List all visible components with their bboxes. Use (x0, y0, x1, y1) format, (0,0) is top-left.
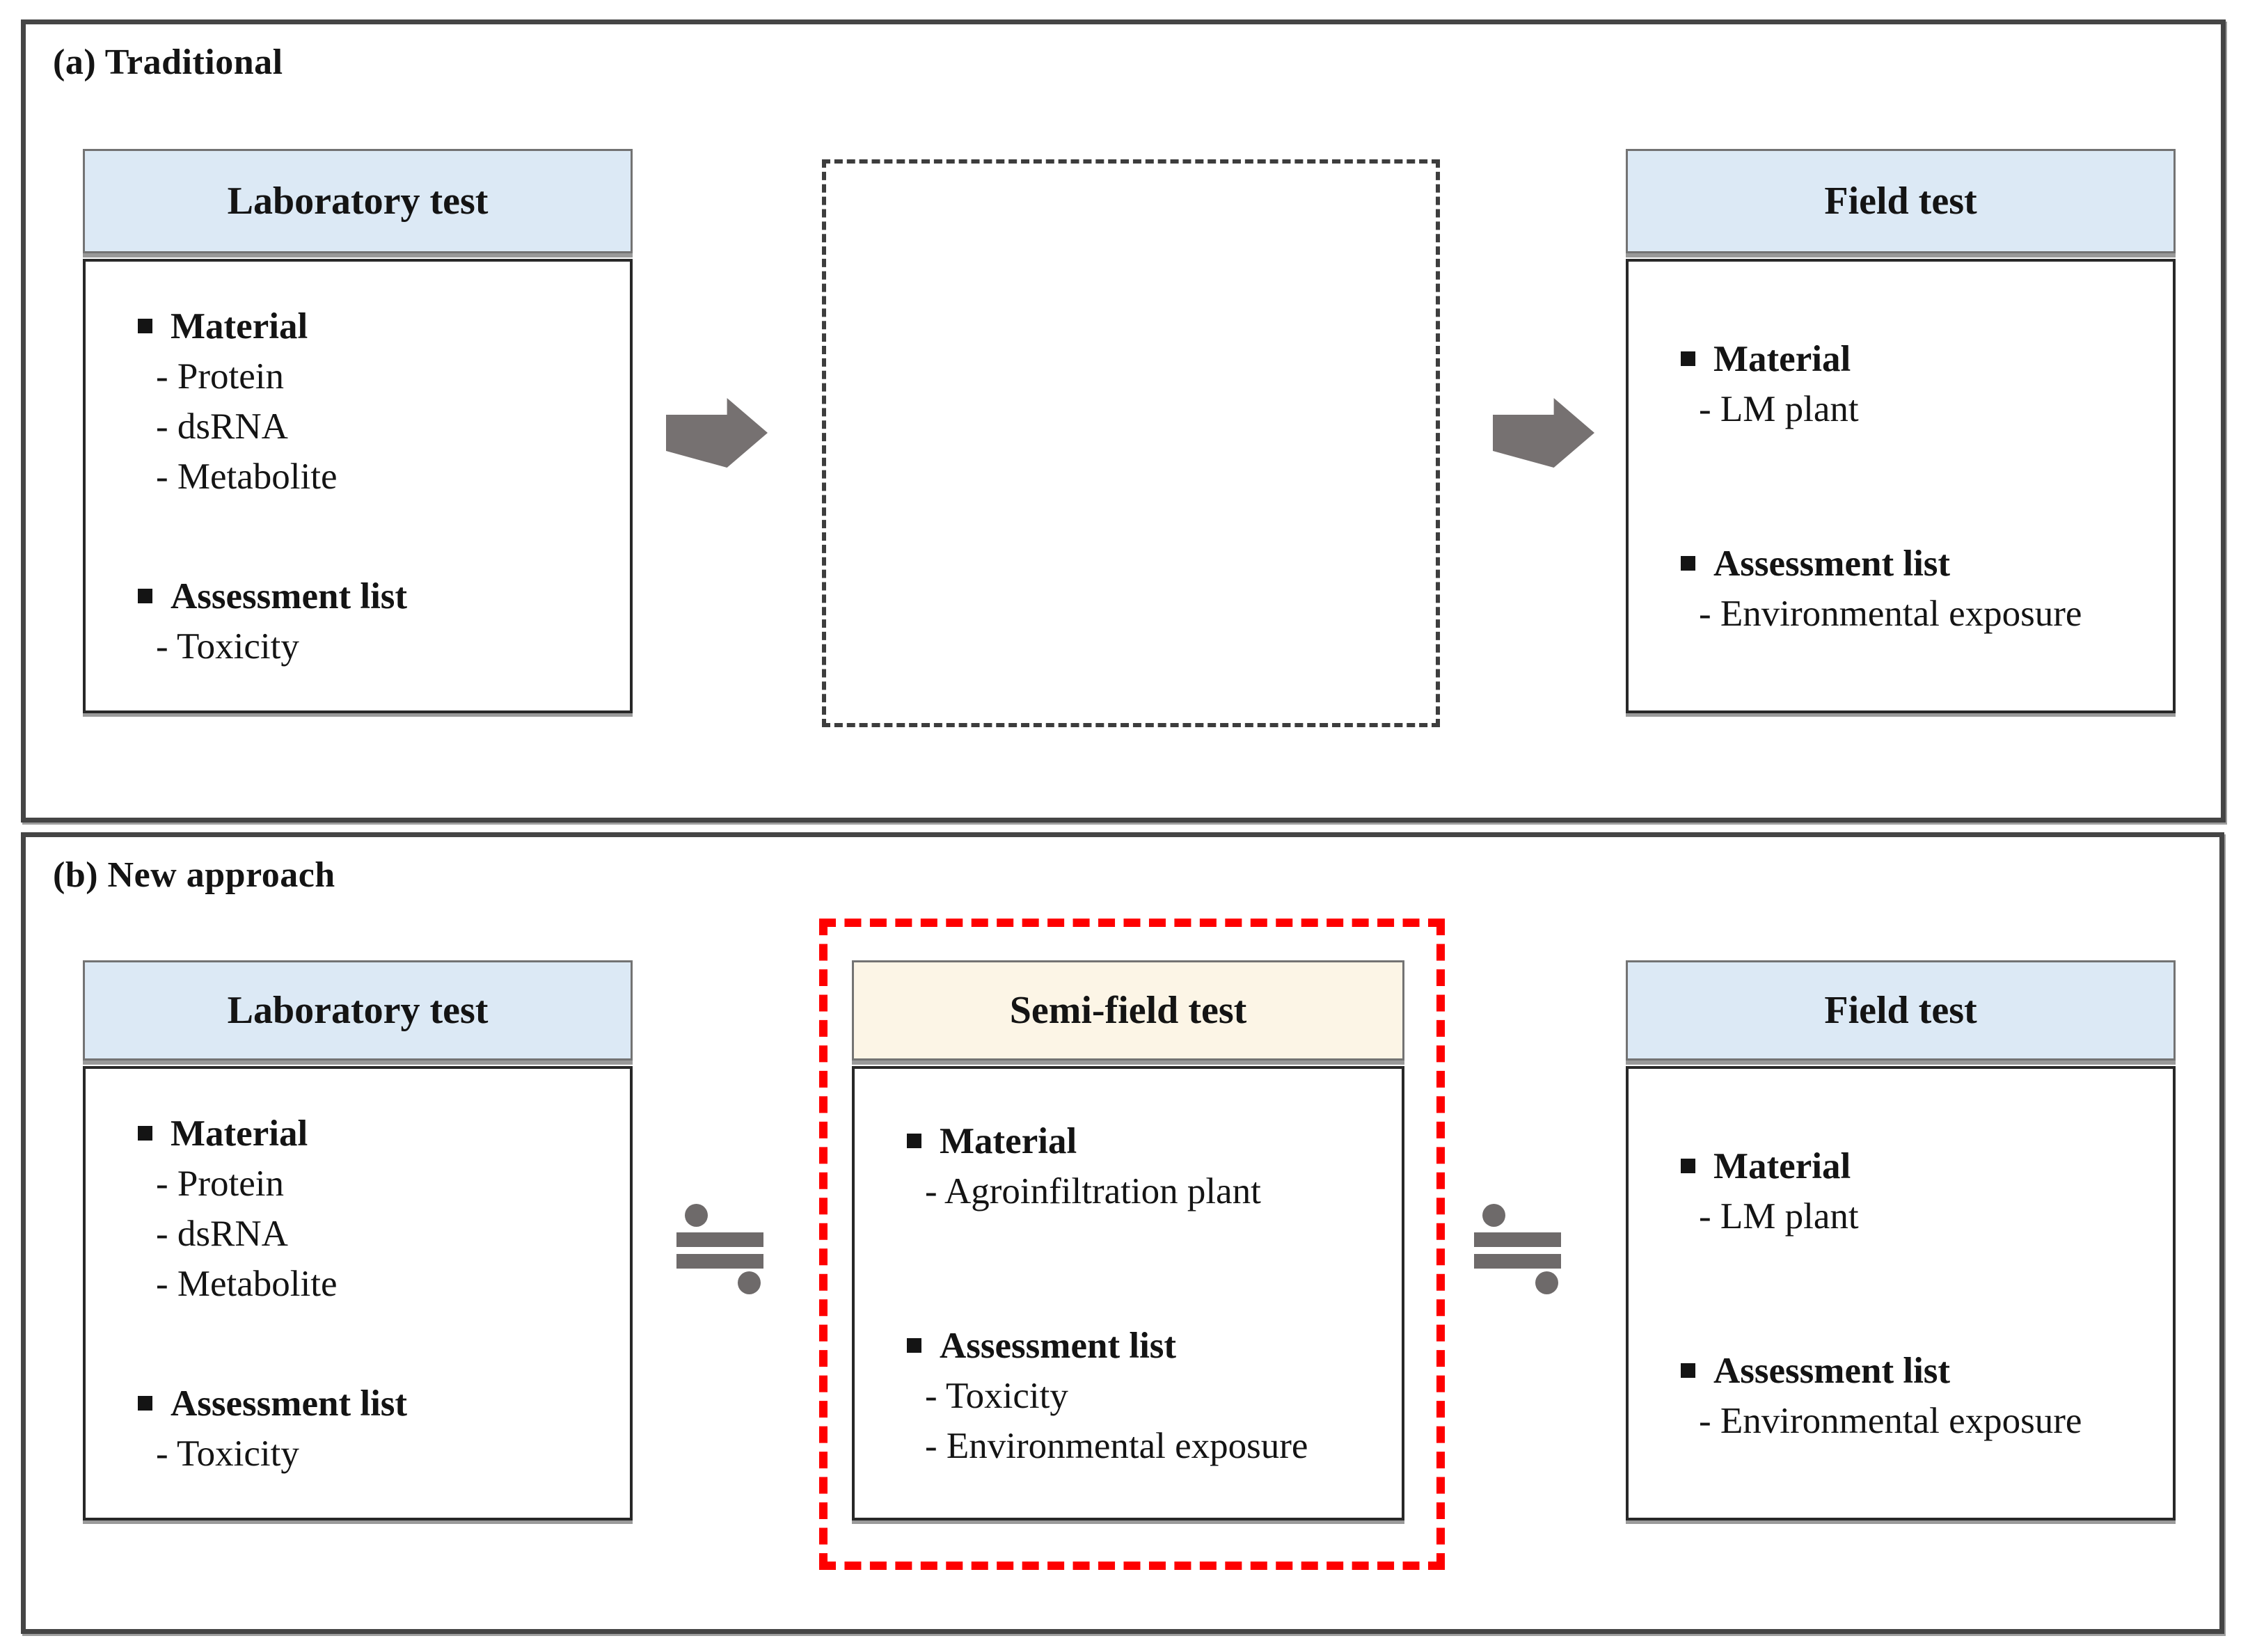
material-item: - dsRNA (156, 406, 288, 447)
laboratory-test-header-a: Laboratory test (83, 149, 633, 253)
empty-placeholder-box (822, 159, 1440, 727)
material-label: Material (1713, 338, 1851, 379)
approx-bar (676, 1232, 763, 1247)
assessment-label: Assessment list (1713, 1350, 1951, 1391)
field-test-title-b: Field test (1824, 989, 1977, 1032)
field-test-body-b: Material - LM plant Assessment list - En… (1626, 1066, 2176, 1520)
material-label-row: Material (138, 1109, 613, 1159)
field-test-body-a: Material - LM plant Assessment list - En… (1626, 259, 2176, 713)
assessment-label-row: Assessment list (138, 571, 613, 621)
field-test-header-a: Field test (1626, 149, 2176, 253)
approx-bar (1474, 1254, 1561, 1269)
material-group: Material - Protein - dsRNA - Metabolite (138, 301, 613, 502)
panel-new-approach-title: (b) New approach (53, 855, 335, 895)
material-item: - Protein (156, 356, 284, 397)
field-test-header-b: Field test (1626, 960, 2176, 1061)
assessment-label: Assessment list (171, 1383, 408, 1424)
approx-dot (1482, 1204, 1505, 1227)
material-group: Material - LM plant (1681, 334, 2156, 434)
assessment-item: - Environmental exposure (1699, 1400, 2082, 1441)
material-item: - Metabolite (156, 1263, 338, 1304)
assessment-item: - Toxicity (156, 626, 299, 667)
assessment-item: - Environmental exposure (925, 1425, 1308, 1466)
assessment-label-row: Assessment list (138, 1379, 613, 1429)
material-group: Material - Protein - dsRNA - Metabolite (138, 1109, 613, 1309)
bullet-square-icon (1681, 351, 1695, 366)
bullet-square-icon (1681, 1363, 1695, 1378)
material-label-row: Material (1681, 334, 2156, 384)
material-label-row: Material (1681, 1141, 2156, 1191)
bullet-square-icon (138, 1126, 152, 1141)
material-item: - Metabolite (156, 456, 338, 497)
laboratory-test-title-b: Laboratory test (227, 989, 489, 1032)
semi-field-test-header: Semi-field test (852, 960, 1404, 1061)
assessment-item: - Environmental exposure (1699, 593, 2082, 634)
approx-dot (738, 1271, 761, 1294)
assessment-group: Assessment list - Environmental exposure (1681, 539, 2156, 639)
bullet-square-icon (138, 319, 152, 333)
approx-equal-icon (1474, 1204, 1561, 1294)
field-test-title-a: Field test (1824, 180, 1977, 223)
material-label: Material (940, 1120, 1077, 1161)
assessment-item: - Toxicity (925, 1375, 1068, 1416)
material-label: Material (171, 1113, 308, 1154)
approx-dot (685, 1204, 708, 1227)
semi-field-test-body: Material - Agroinfiltration plant Assess… (852, 1066, 1404, 1520)
laboratory-test-body-a: Material - Protein - dsRNA - Metabolite … (83, 259, 633, 713)
assessment-label: Assessment list (940, 1325, 1177, 1366)
laboratory-test-title-a: Laboratory test (227, 180, 489, 223)
panel-traditional-title: (a) Traditional (53, 42, 283, 82)
material-group: Material - Agroinfiltration plant (907, 1116, 1385, 1216)
approx-dot (1535, 1271, 1558, 1294)
bullet-square-icon (907, 1338, 921, 1353)
material-label-row: Material (907, 1116, 1385, 1166)
assessment-label: Assessment list (171, 575, 408, 617)
laboratory-test-body-b: Material - Protein - dsRNA - Metabolite … (83, 1066, 633, 1520)
assessment-label-row: Assessment list (1681, 1346, 2156, 1396)
bullet-square-icon (1681, 556, 1695, 571)
material-label-row: Material (138, 301, 613, 351)
assessment-label-row: Assessment list (907, 1321, 1385, 1371)
material-group: Material - LM plant (1681, 1141, 2156, 1241)
assessment-group: Assessment list - Toxicity - Environment… (907, 1321, 1385, 1471)
assessment-item: - Toxicity (156, 1433, 299, 1474)
material-label: Material (1713, 1145, 1851, 1186)
material-item: - Agroinfiltration plant (925, 1170, 1261, 1212)
approx-bar (1474, 1232, 1561, 1247)
material-item: - dsRNA (156, 1213, 288, 1254)
assessment-label-row: Assessment list (1681, 539, 2156, 589)
material-item: - LM plant (1699, 1196, 1859, 1237)
material-item: - Protein (156, 1163, 284, 1204)
approx-equal-icon (676, 1204, 763, 1294)
material-item: - LM plant (1699, 388, 1859, 429)
approx-bar (676, 1254, 763, 1269)
laboratory-test-header-b: Laboratory test (83, 960, 633, 1061)
assessment-group: Assessment list - Toxicity (138, 1379, 613, 1479)
assessment-label: Assessment list (1713, 543, 1951, 584)
assessment-group: Assessment list - Environmental exposure (1681, 1346, 2156, 1446)
bullet-square-icon (138, 589, 152, 603)
assessment-group: Assessment list - Toxicity (138, 571, 613, 672)
bullet-square-icon (138, 1396, 152, 1411)
bullet-square-icon (907, 1134, 921, 1148)
bullet-square-icon (1681, 1159, 1695, 1173)
red-highlight-border (819, 919, 1445, 1570)
material-label: Material (171, 305, 308, 347)
semi-field-test-title: Semi-field test (1009, 989, 1247, 1032)
